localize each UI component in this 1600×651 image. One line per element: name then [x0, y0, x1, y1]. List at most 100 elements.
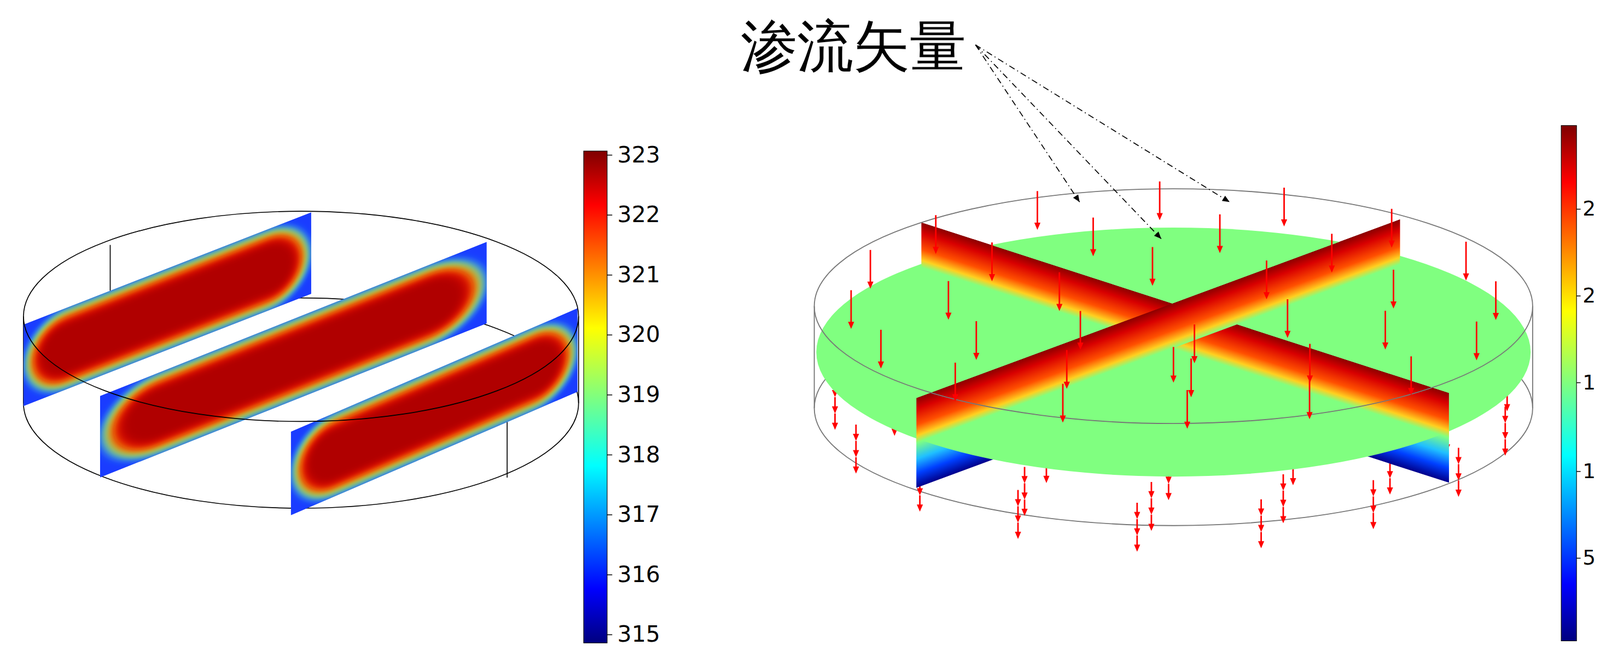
colorbar-tick-label: 323	[617, 143, 661, 167]
heat-layer	[292, 310, 576, 514]
seepage-arrowhead	[1148, 507, 1155, 515]
seepage-arrow	[1190, 358, 1192, 392]
seepage-arrowhead	[1156, 212, 1163, 220]
seepage-arrowhead	[1504, 404, 1511, 412]
seepage-arrowhead	[1473, 353, 1480, 361]
colorbar-tick-label: 317	[617, 503, 661, 527]
seepage-arrowhead	[852, 433, 859, 441]
seepage-plane-upper	[916, 219, 1400, 488]
colorbar-tick-mark	[1576, 295, 1581, 296]
seepage-arrowhead	[1184, 421, 1191, 429]
seepage-arrowhead	[1408, 387, 1415, 395]
seepage-arrowhead	[1165, 492, 1172, 500]
colorbar-tick-mark	[1576, 382, 1581, 383]
colorbar	[583, 150, 608, 643]
seepage-arrow	[1024, 467, 1026, 478]
seepage-arrowhead	[1280, 483, 1287, 491]
seepage-arrow	[1152, 247, 1154, 281]
seepage-arrowhead	[1077, 342, 1084, 350]
cylinder-edge	[813, 306, 816, 409]
seepage-arrow	[1186, 390, 1189, 423]
seepage-arrow	[1384, 310, 1387, 344]
seepage-arrow	[1457, 480, 1460, 491]
seepage-arrow	[1136, 502, 1138, 514]
cylinder-edge	[578, 316, 580, 404]
colorbar-tick-label: 319	[617, 383, 661, 406]
seepage-arrow	[1282, 490, 1285, 502]
callout-label: 渗流矢量	[740, 19, 967, 76]
seepage-arrowhead	[1258, 508, 1265, 516]
seepage-arrow	[918, 495, 921, 506]
heat-layer	[294, 313, 574, 510]
seepage-arrowhead	[1284, 330, 1291, 339]
seepage-arrowhead	[1014, 498, 1021, 506]
temperature-cylinder	[23, 150, 613, 643]
seepage-arrow	[1283, 187, 1285, 221]
seepage-arrowhead	[1014, 531, 1021, 539]
seepage-arrowhead	[1133, 544, 1140, 552]
seepage-arrow	[1017, 490, 1020, 501]
seepage-arrowhead	[1289, 478, 1296, 486]
seepage-arrowhead	[877, 361, 884, 369]
seepage-arrow	[1150, 498, 1152, 509]
heat-layer	[291, 307, 578, 516]
colorbar-tick-label: 5	[1582, 548, 1596, 569]
seepage-arrow	[854, 424, 857, 435]
colorbar-tick-label: 1	[1582, 461, 1596, 482]
colorbar-tick-mark	[607, 274, 613, 276]
seepage-arrowhead	[1014, 515, 1021, 523]
seepage-arrowhead	[832, 406, 839, 414]
seepage-arrowhead	[1280, 515, 1287, 523]
seepage-arrow	[1092, 217, 1095, 251]
leader-line	[975, 44, 1080, 202]
colorbar-tick-mark	[607, 514, 613, 515]
seepage-arrow	[1193, 324, 1196, 358]
colorbar-tick-label: 318	[617, 443, 661, 467]
seepage-arrowhead	[1281, 219, 1288, 227]
seepage-arrowhead	[1455, 489, 1462, 497]
seepage-arrowhead	[1382, 342, 1389, 350]
colorbar-tick-label: 1	[1582, 372, 1596, 393]
colorbar-tick-label: 322	[617, 204, 661, 227]
seepage-arrowhead	[1328, 265, 1335, 273]
colorbar	[1561, 125, 1577, 641]
seepage-arrow	[869, 249, 872, 283]
seepage-arrow	[834, 413, 836, 424]
colorbar-tick-mark	[607, 574, 613, 575]
seepage-arrow	[1150, 481, 1152, 493]
colorbar-tick-label: 321	[617, 263, 661, 287]
leader-line	[975, 44, 1230, 202]
cylinder-top	[814, 188, 1533, 424]
seepage-arrow	[1024, 499, 1026, 510]
seepage-arrow	[1504, 439, 1506, 450]
seepage-arrow	[1410, 356, 1412, 389]
seepage-arrow	[1465, 241, 1468, 275]
seepage-arrowhead	[1370, 505, 1377, 513]
seepage-arrowhead	[1455, 456, 1462, 464]
seepage-cylinder	[814, 125, 1581, 641]
seepage-arrowhead	[1090, 249, 1097, 257]
seepage-arrowhead	[1280, 499, 1287, 508]
seepage-arrowhead	[1021, 508, 1028, 516]
heat-layer	[306, 329, 563, 494]
colorbar-tick-mark	[607, 634, 613, 636]
colorbar-tick-label: 2	[1582, 285, 1596, 306]
heat-layer	[301, 322, 568, 502]
seepage-arrowhead	[1390, 301, 1397, 309]
seepage-arrow	[1372, 496, 1375, 508]
colorbar-tick-mark	[607, 394, 613, 395]
colorbar-tick-mark	[1576, 470, 1581, 472]
seepage-arrow	[1136, 519, 1138, 530]
seepage-arrow	[1292, 468, 1294, 480]
seepage-arrow	[1282, 507, 1285, 518]
seepage-arrow	[954, 362, 957, 396]
seepage-arrowhead	[1388, 240, 1395, 248]
seepage-arrow	[1494, 281, 1497, 314]
seepage-arrowhead	[1059, 415, 1066, 423]
seepage-arrow	[1330, 233, 1333, 267]
seepage-arrowhead	[1148, 524, 1155, 532]
colorbar-tick-mark	[607, 454, 613, 456]
seepage-arrow	[880, 329, 882, 363]
seepage-arrow	[1036, 190, 1039, 224]
